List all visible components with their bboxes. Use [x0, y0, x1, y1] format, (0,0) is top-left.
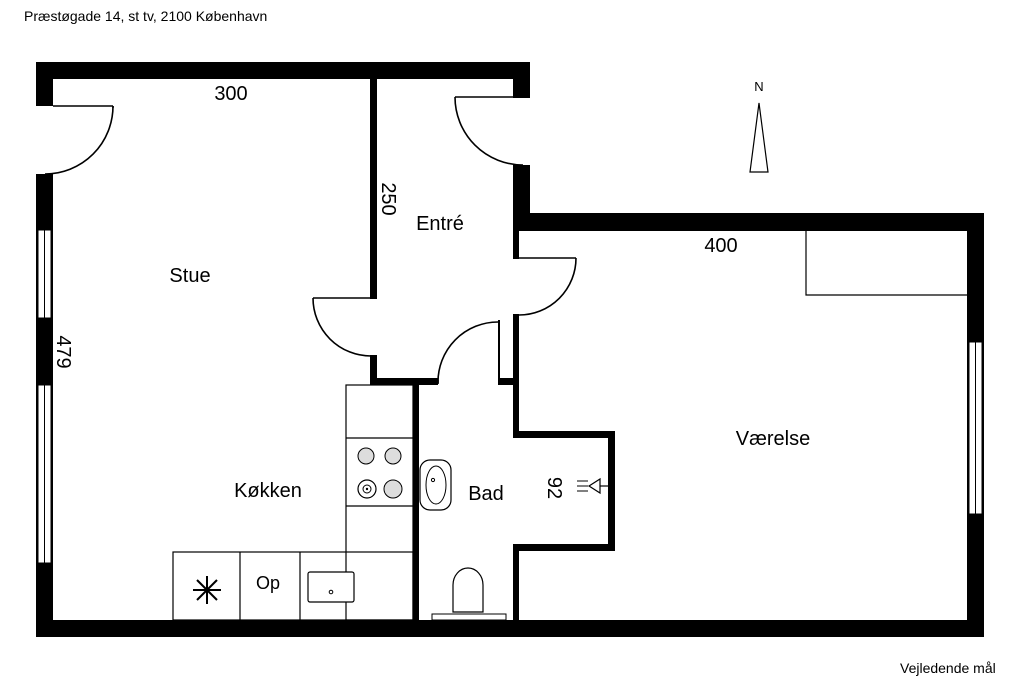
- exterior-walls: [36, 62, 984, 637]
- closet-outline: [805, 231, 967, 296]
- toilet-icon: [431, 567, 507, 621]
- north-label: N: [754, 79, 763, 94]
- bathroom-sink-icon: [419, 459, 452, 511]
- dimension-bad-depth: 92: [543, 477, 565, 499]
- disclaimer-note: Vejledende mål: [900, 660, 996, 676]
- dimension-stue-width: 300: [214, 83, 247, 105]
- doors: [44, 96, 577, 384]
- kitchen-sink-icon: [307, 571, 355, 603]
- room-label-bad: Bad: [468, 483, 504, 505]
- dishwasher-label: Op: [256, 573, 280, 593]
- kitchen-counter: [172, 384, 414, 621]
- room-label-stue: Stue: [169, 265, 210, 287]
- interior-walls: [370, 79, 615, 620]
- dimension-stue-height: 479: [52, 335, 74, 368]
- right-window: [968, 341, 983, 515]
- shower-icon: [577, 477, 608, 495]
- room-label-kokken: Køkken: [234, 480, 302, 502]
- north-arrow-icon: N: [749, 79, 769, 173]
- stove-icon: [357, 447, 403, 499]
- dimension-entre-height: 250: [377, 182, 399, 215]
- freezer-icon: [193, 576, 221, 604]
- room-label-entre: Entré: [416, 213, 464, 235]
- dimension-vaerelse-width: 400: [704, 235, 737, 257]
- left-windows: [37, 229, 52, 564]
- room-label-vaerelse: Værelse: [736, 428, 810, 450]
- address-title: Præstøgade 14, st tv, 2100 København: [24, 8, 267, 24]
